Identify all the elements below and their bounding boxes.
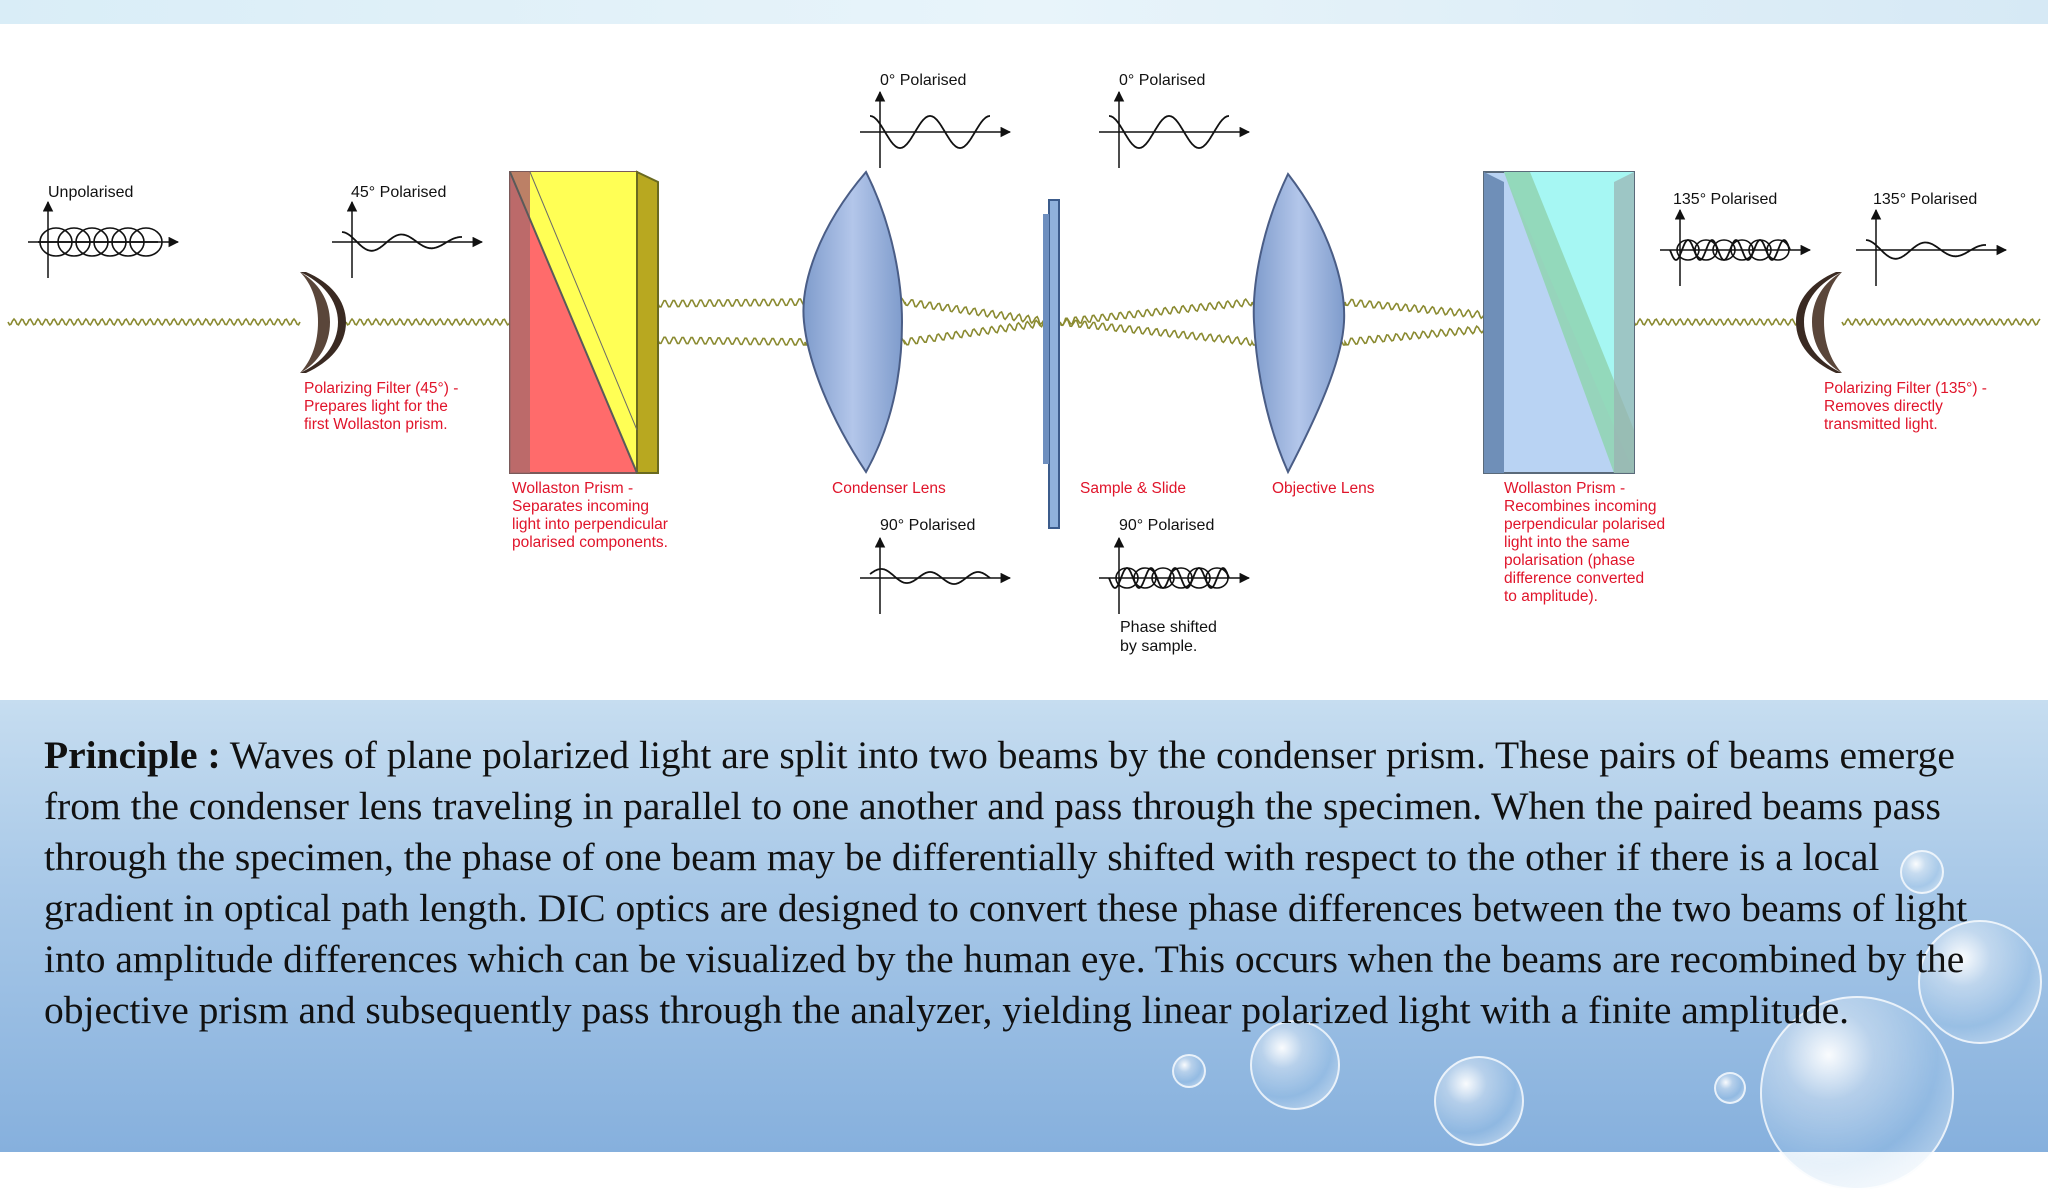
bubble-decor	[1172, 1054, 1206, 1088]
polarizing-filter-45	[300, 272, 346, 373]
beam-recombined	[1633, 317, 1801, 327]
polarised-0-wave-icon-b	[1099, 90, 1251, 168]
principle-body: Waves of plane polarized light are split…	[44, 733, 1968, 1032]
polarised-45-wave-icon	[332, 200, 484, 278]
bubble-decor	[1714, 1072, 1746, 1104]
dic-optics-svg	[7, 90, 2041, 614]
bubble-decor	[1250, 1020, 1340, 1110]
objective-lens	[1252, 172, 1346, 475]
label-0-polarised-b: 0° Polarised	[1119, 72, 1206, 89]
label-135-polarised-a: 135° Polarised	[1673, 191, 1778, 208]
polarisation-glyphs	[28, 90, 2008, 614]
unpolarised-wave-icon	[28, 200, 180, 278]
polarised-0-wave-icon-a	[860, 90, 1012, 168]
phase-shift-note: Phase shifted by sample.	[1120, 619, 1217, 655]
bubble-decor	[1900, 850, 1944, 894]
principle-panel	[0, 700, 2048, 1190]
polarised-135-wave-icon-b	[1856, 208, 2008, 286]
label-90-polarised-b: 90° Polarised	[1119, 517, 1215, 534]
bubble-decor	[1434, 1056, 1524, 1146]
condenser-lens	[802, 170, 904, 474]
label-0-polarised-a: 0° Polarised	[880, 72, 967, 89]
label-135-polarised-b: 135° Polarised	[1873, 191, 1978, 208]
polarizing-filter-135	[1796, 272, 1842, 373]
condenser-caption: Condenser Lens	[832, 480, 946, 497]
beam-polarized-45	[345, 317, 516, 327]
beam-output	[1841, 317, 2041, 327]
polarised-135-wave-icon-a	[1660, 208, 1812, 286]
polarised-90-wave-icon-a	[860, 536, 1012, 614]
polarizer-45-caption: Polarizing Filter (45°) - Prepares light…	[304, 380, 459, 433]
wollaston-2-caption: Wollaston Prism - Recombines incoming pe…	[1504, 480, 1666, 605]
principle-heading: Principle :	[44, 733, 221, 777]
label-90-polarised-a: 90° Polarised	[880, 517, 976, 534]
analyzer-135-caption: Polarizing Filter (135°) - Removes direc…	[1824, 380, 1987, 433]
light-beams	[7, 297, 2041, 347]
wollaston-1-caption: Wollaston Prism - Separates incoming lig…	[512, 480, 668, 551]
bubble-decor	[1918, 920, 2042, 1044]
sample-slide	[1043, 199, 1060, 529]
sample-caption: Sample & Slide	[1080, 480, 1186, 497]
wollaston-prism-1	[509, 170, 659, 474]
principle-paragraph: Principle : Waves of plane polarized lig…	[44, 730, 2014, 1036]
label-45-polarised: 45° Polarised	[351, 184, 447, 201]
label-unpolarised: Unpolarised	[48, 184, 134, 201]
dic-diagram: Unpolarised 45° Polarised 0° Polarised 0…	[0, 24, 2048, 700]
objective-caption: Objective Lens	[1272, 480, 1375, 497]
polarised-90-wave-icon-b	[1099, 536, 1251, 614]
wollaston-prism-2	[1483, 171, 1635, 474]
top-decor-band	[0, 0, 2048, 24]
beam-input	[7, 317, 301, 327]
